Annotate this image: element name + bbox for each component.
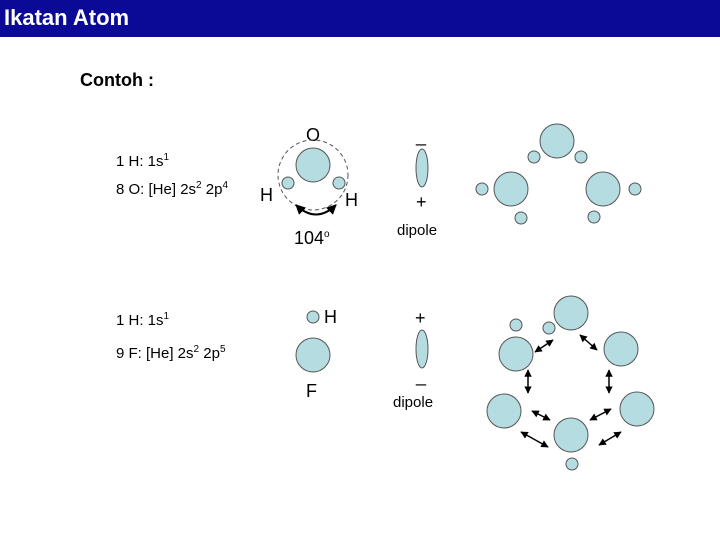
water-orbit <box>277 139 349 211</box>
cluster-water-hydrogen-left-a <box>475 182 489 196</box>
title-bar: Ikatan Atom <box>0 0 720 37</box>
water-dipole-ellipse <box>415 148 429 188</box>
cluster-water-oxygen-top <box>539 123 575 159</box>
bond-angle: 104o <box>294 228 330 248</box>
water-dipole-minus: _ <box>416 126 427 146</box>
cluster-hf-fluorine-left <box>498 336 534 372</box>
water-dipole-label: dipole <box>397 222 438 239</box>
hbond-arrow-7 <box>520 431 549 448</box>
cluster-hf-fluorine-top <box>553 295 589 331</box>
label-hydrogen-right: H <box>345 190 358 210</box>
hbond-arrow-5 <box>531 410 551 421</box>
cluster-water-hydrogen-right-a <box>628 182 642 196</box>
cluster-water-hydrogen-top-left <box>527 150 541 164</box>
config-o: 8 O: [He] 2s2 2p4 <box>116 180 229 199</box>
hydrogen-atom-right <box>332 176 346 190</box>
hf-dipole-plus: + <box>415 308 426 328</box>
angle-arc <box>295 204 337 216</box>
config-h-hf: 1 H: 1s1 <box>116 311 170 330</box>
cluster-water-oxygen-right <box>585 171 621 207</box>
label-fluorine: F <box>306 381 317 401</box>
cluster-hf-hydrogen-2 <box>542 321 556 335</box>
heading-contoh: Contoh : <box>80 70 154 90</box>
hf-dipole-label: dipole <box>393 394 434 411</box>
hf-dipole-minus: _ <box>416 366 427 386</box>
cluster-hf-fluorine-bottom <box>553 417 589 453</box>
cluster-hf-fluorine-right <box>603 331 639 367</box>
cluster-hf-fluorine-bottom-left <box>486 393 522 429</box>
config-f: 9 F: [He] 2s2 2p5 <box>116 344 226 363</box>
cluster-water-oxygen-left <box>493 171 529 207</box>
slide-title: Ikatan Atom <box>4 5 130 30</box>
hbond-arrow-6 <box>589 408 612 421</box>
cluster-hf-fluorine-bottom-right <box>619 391 655 427</box>
cluster-water-hydrogen-top-right <box>574 150 588 164</box>
hbond-arrow-1 <box>534 339 554 353</box>
config-h-water: 1 H: 1s1 <box>116 152 170 171</box>
oxygen-atom <box>295 147 331 183</box>
hbond-arrow-8 <box>598 431 622 446</box>
label-hf-hydrogen: H <box>324 307 337 327</box>
cluster-hf-hydrogen-3 <box>565 457 579 471</box>
cluster-water-hydrogen-right-b <box>587 210 601 224</box>
fluorine-atom <box>295 337 331 373</box>
label-hydrogen-left: H <box>260 185 273 205</box>
hbond-arrow-2 <box>579 334 598 351</box>
hf-dipole-ellipse <box>415 329 429 369</box>
cluster-hf-hydrogen-1 <box>509 318 523 332</box>
cluster-water-hydrogen-left-b <box>514 211 528 225</box>
hydrogen-atom-left <box>281 176 295 190</box>
hf-hydrogen-atom <box>306 310 320 324</box>
water-dipole-plus: + <box>416 192 427 212</box>
